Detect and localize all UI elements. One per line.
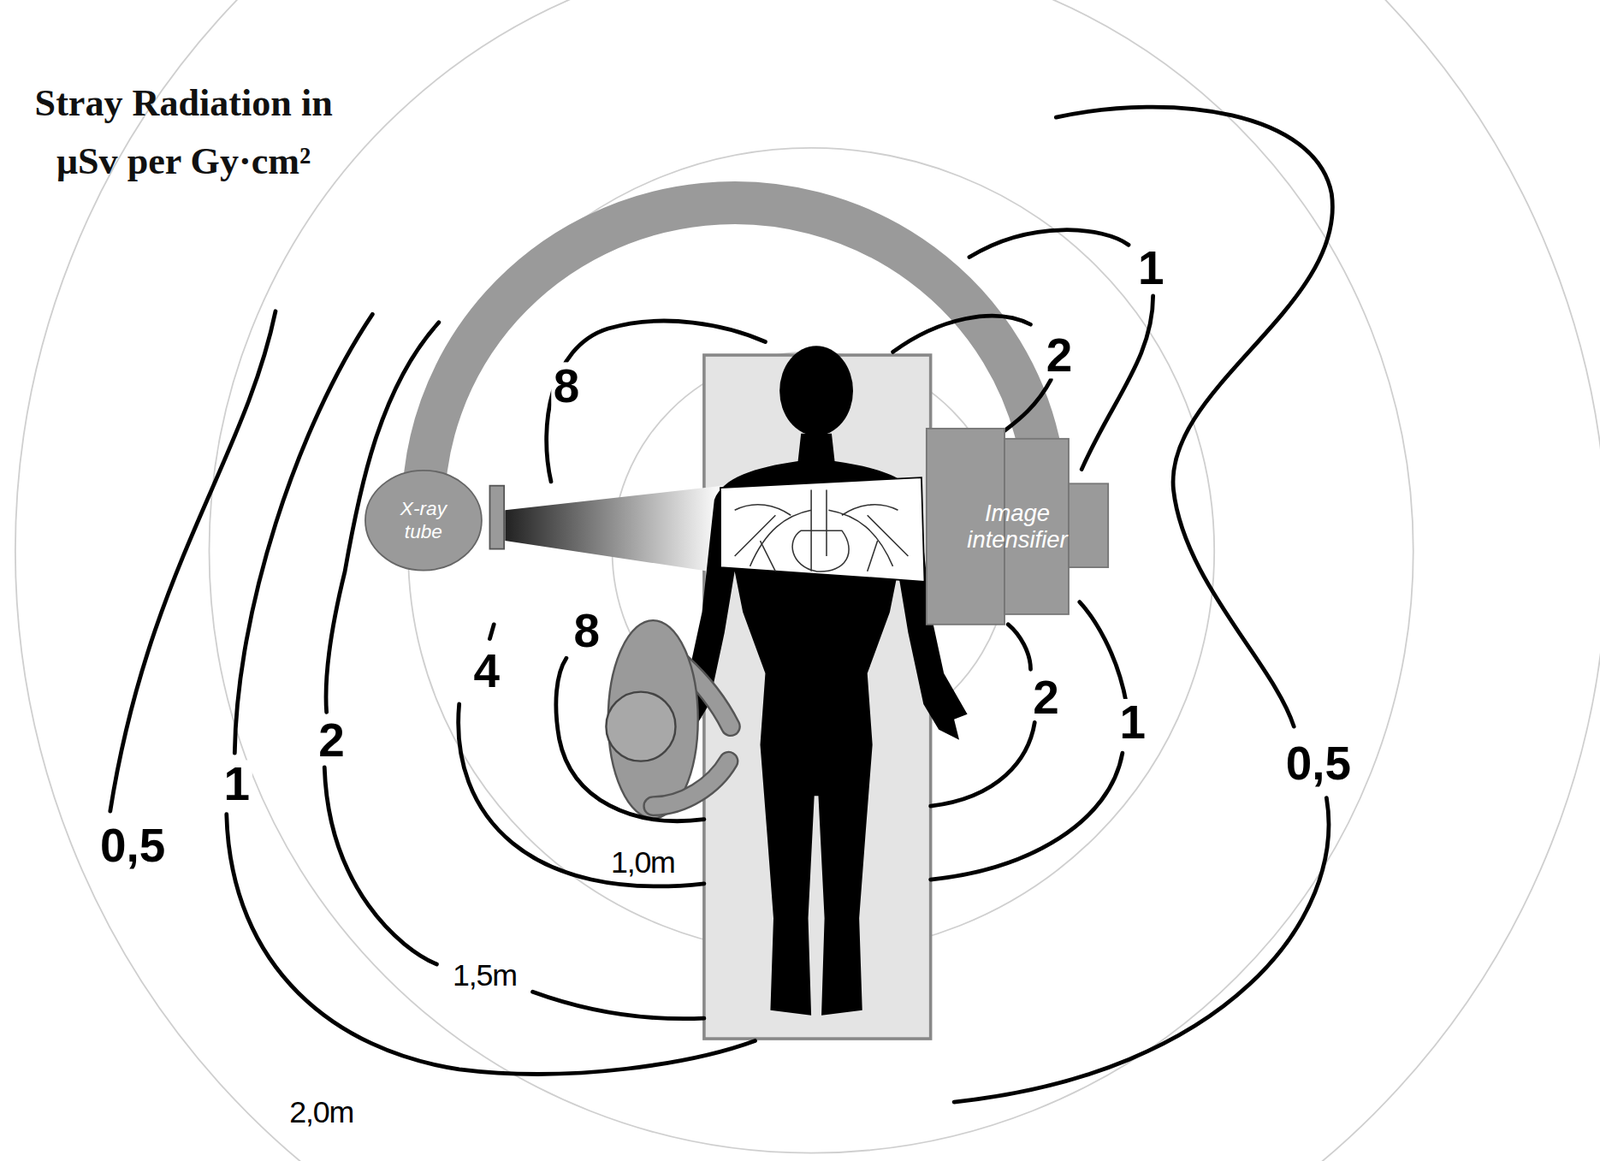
intensifier-housing: [1068, 483, 1109, 568]
isodose-value: 4: [471, 646, 502, 694]
isodose-contours-part: [546, 320, 766, 482]
isodose-value: 1: [1117, 699, 1148, 747]
isodose-contours-part: [969, 230, 1129, 258]
isodose-contours-part: [954, 798, 1329, 1103]
distance-circles-part: [208, 0, 1413, 1154]
node-label: X-ray tube: [391, 497, 456, 543]
image-intensifier: Image intensifier: [926, 428, 1109, 625]
isodose-contours-part: [556, 657, 705, 821]
isodose-contours: [110, 106, 1334, 1103]
operator-figure-part: [652, 761, 729, 806]
tube-housing: [365, 470, 482, 571]
isodose-contours-part: [1079, 602, 1127, 705]
distance-circles-part: [15, 0, 1600, 1161]
isodose-contours-part: [324, 767, 437, 965]
isodose-value: 8: [551, 361, 581, 409]
irradiated-field: [720, 477, 925, 582]
isodose-contours-part: [110, 311, 276, 812]
patient-head: [779, 345, 854, 436]
isodose-contours-part: [1081, 296, 1153, 470]
isodose-contours-part: [1007, 624, 1031, 670]
distance-circles: [15, 0, 1600, 1161]
isodose-contours-part: [1055, 106, 1333, 727]
distance-label: 2,0m: [287, 1096, 356, 1128]
diagram-title: Stray Radiation in μSv per Gy·cm²: [30, 73, 338, 190]
isodose-value: 2: [1043, 331, 1074, 380]
x-ray-tube: X-ray tube: [364, 469, 483, 572]
isodose-value: 0,5: [98, 821, 168, 869]
isodose-contours-part: [930, 752, 1123, 880]
operator-figure-part: [605, 692, 676, 762]
isodose-value: 1: [221, 759, 252, 807]
distance-label: 1,0m: [609, 847, 678, 878]
vessel-sketch-part: [734, 515, 909, 572]
operator-figure: [605, 620, 730, 818]
isodose-contours-part: [226, 814, 756, 1075]
distance-label: 1,5m: [450, 960, 520, 991]
isodose-contours-part: [930, 722, 1036, 806]
x-ray-beam: [504, 485, 723, 575]
patient-silhouette: [665, 433, 968, 1016]
isodose-contours-part: [458, 704, 705, 887]
isodose-contours-part: [1001, 379, 1051, 433]
operator-figure-part: [652, 761, 729, 806]
vessel-sketch: [734, 489, 909, 572]
isodose-contours-part: [893, 315, 1032, 352]
vessel-sketch-part: [734, 504, 899, 516]
vessel-sketch-part: [792, 530, 849, 572]
node-label: Image intensifier: [932, 499, 1103, 554]
isodose-value: 1: [1136, 243, 1167, 291]
isodose-contours-part: [489, 624, 494, 640]
collimator: [489, 485, 504, 550]
isodose-value: 2: [316, 716, 347, 764]
isodose-value: 2: [1031, 673, 1061, 721]
isodose-value: 8: [571, 607, 602, 655]
isodose-contours-part: [533, 991, 705, 1019]
isodose-value: 0,5: [1283, 740, 1353, 788]
